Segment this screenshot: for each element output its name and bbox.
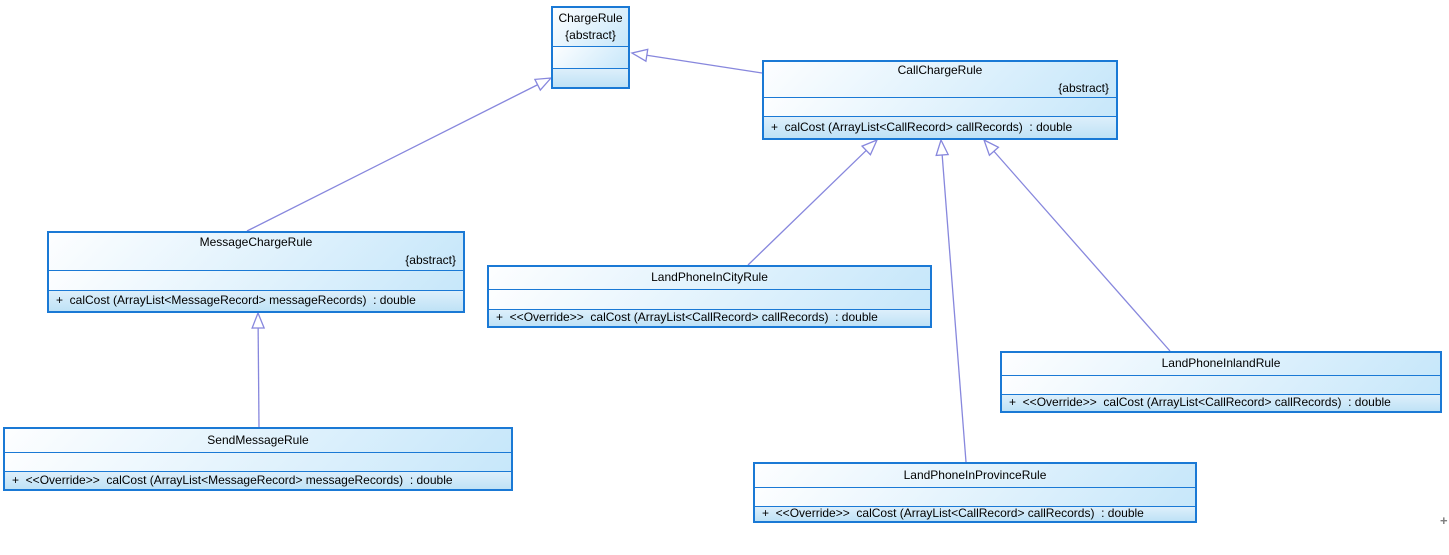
hollow-triangle-arrowhead-icon xyxy=(630,48,649,63)
class-charge-rule[interactable]: ChargeRule {abstract} xyxy=(551,6,630,89)
class-name: LandPhoneInlandRule xyxy=(1161,356,1281,371)
inheritance-arrow-call-charge-rule-to-charge-rule[interactable] xyxy=(630,48,763,74)
inheritance-arrow-send-message-rule-to-message-charge-rule[interactable] xyxy=(251,311,266,428)
attributes-compartment xyxy=(5,452,511,471)
class-name: SendMessageRule xyxy=(207,432,309,447)
class-stereotype: {abstract} xyxy=(405,252,456,267)
connector-line xyxy=(646,54,763,74)
canvas-resize-plus-icon[interactable]: + xyxy=(1440,513,1448,528)
class-message-charge-rule[interactable]: MessageChargeRule {abstract} + calCost (Ar… xyxy=(47,231,465,313)
inheritance-arrow-land-phone-in-province-rule-to-call-charge-rule[interactable] xyxy=(935,138,967,463)
operations-compartment: + <<Override>> calCost (ArrayList<CallRe… xyxy=(755,506,1195,521)
class-send-message-rule[interactable]: SendMessageRule + <<Override>> calCost (A… xyxy=(3,427,513,491)
class-land-phone-in-city-rule[interactable]: LandPhoneInCityRule + <<Override>> calCos… xyxy=(487,265,932,328)
class-name: LandPhoneInProvinceRule xyxy=(903,467,1047,482)
operation-row: + <<Override>> calCost (ArrayList<Messag… xyxy=(12,472,453,487)
class-name: LandPhoneInCityRule xyxy=(651,270,768,285)
attributes-compartment xyxy=(49,270,463,290)
operation-row: + <<Override>> calCost (ArrayList<CallRe… xyxy=(1009,395,1391,410)
class-stereotype: {abstract} xyxy=(1058,80,1109,95)
inheritance-arrow-land-phone-in-city-rule-to-call-charge-rule[interactable] xyxy=(747,138,879,266)
class-stereotype: {abstract} xyxy=(565,28,616,42)
operations-compartment: + calCost (ArrayList<CallRecord> callRec… xyxy=(764,116,1116,138)
attributes-compartment xyxy=(553,46,628,68)
operation-row: + <<Override>> calCost (ArrayList<CallRe… xyxy=(496,310,878,325)
attributes-compartment xyxy=(1002,375,1440,394)
class-title-compartment: SendMessageRule xyxy=(5,429,511,452)
inheritance-arrow-land-phone-inland-rule-to-call-charge-rule[interactable] xyxy=(982,138,1171,352)
attributes-compartment xyxy=(755,487,1195,506)
connector-line xyxy=(747,149,867,266)
operations-compartment: + <<Override>> calCost (ArrayList<CallRe… xyxy=(1002,394,1440,411)
attributes-compartment xyxy=(764,97,1116,116)
connector-line xyxy=(993,150,1171,352)
class-name: MessageChargeRule xyxy=(199,235,313,250)
class-land-phone-in-province-rule[interactable]: LandPhoneInProvinceRule + <<Override>> ca… xyxy=(753,462,1197,523)
operation-row: + <<Override>> calCost (ArrayList<CallRe… xyxy=(762,506,1144,521)
operations-compartment: + calCost (ArrayList<MessageRecord> mess… xyxy=(49,290,463,311)
class-land-phone-inland-rule[interactable]: LandPhoneInlandRule + <<Override>> calCos… xyxy=(1000,351,1442,413)
operations-compartment: + <<Override>> calCost (ArrayList<Messag… xyxy=(5,471,511,489)
class-title-compartment: LandPhoneInlandRule xyxy=(1002,353,1440,375)
hollow-triangle-arrowhead-icon xyxy=(935,138,950,157)
operations-compartment xyxy=(553,68,628,87)
class-call-charge-rule[interactable]: CallChargeRule {abstract} + calCost (Array… xyxy=(762,60,1118,140)
connector-line xyxy=(941,154,967,463)
inheritance-arrow-message-charge-rule-to-charge-rule[interactable] xyxy=(246,77,553,232)
connector-line xyxy=(246,84,538,232)
attributes-compartment xyxy=(489,289,930,309)
class-title-compartment: MessageChargeRule {abstract} xyxy=(49,233,463,270)
class-name: ChargeRule xyxy=(558,10,623,25)
class-name: CallChargeRule xyxy=(897,63,983,78)
class-title-compartment: LandPhoneInProvinceRule xyxy=(755,464,1195,487)
connector-line xyxy=(257,327,260,428)
operation-row: + calCost (ArrayList<MessageRecord> mess… xyxy=(56,293,416,308)
operations-compartment: + <<Override>> calCost (ArrayList<CallRe… xyxy=(489,309,930,326)
hollow-triangle-arrowhead-icon xyxy=(533,77,553,92)
class-title-compartment: CallChargeRule {abstract} xyxy=(764,62,1116,97)
class-title-compartment: ChargeRule {abstract} xyxy=(553,8,628,46)
operation-row: + calCost (ArrayList<CallRecord> callRec… xyxy=(771,119,1073,134)
class-title-compartment: LandPhoneInCityRule xyxy=(489,267,930,289)
hollow-triangle-arrowhead-icon xyxy=(251,311,266,329)
hollow-triangle-arrowhead-icon xyxy=(860,138,879,156)
hollow-triangle-arrowhead-icon xyxy=(982,138,1000,157)
